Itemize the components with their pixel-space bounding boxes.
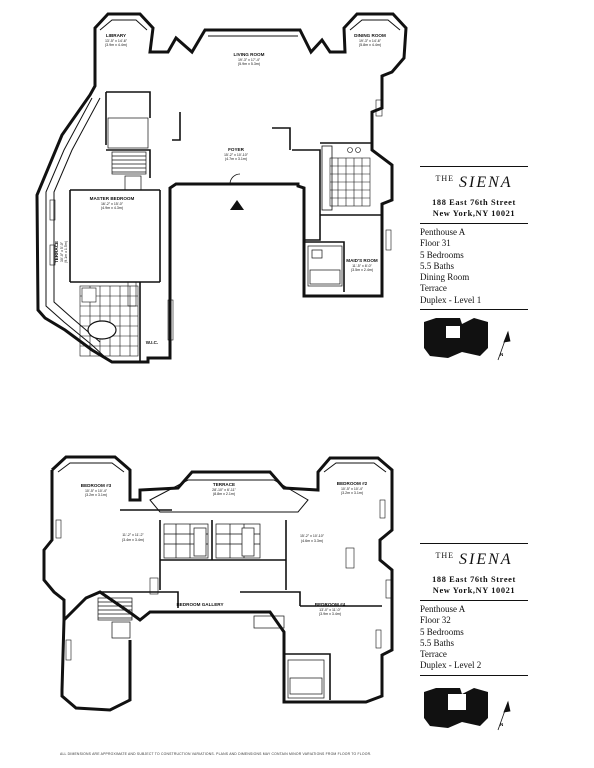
room-dining-label: DINING ROOM [354,33,386,38]
level1-info-panel: THE SIENA 188 East 76th Street New York,… [420,166,528,311]
level1-entry-door [229,173,241,185]
room-living-label: LIVING ROOM [234,52,265,57]
disclaimer-footer: ALL DIMENSIONS ARE APPROXIMATE AND SUBJE… [60,752,372,756]
brand-logo: THE SIENA [435,174,513,191]
level1-entry-marker [230,200,244,210]
level2-room-labels: BEDROOM #3 10'-5" x 10'-4" (3.2m x 3.1m)… [81,481,368,616]
brand-logo: THE SIENA [435,551,513,568]
svg-text:19'-3" x 14'-6": 19'-3" x 14'-6" [359,39,382,43]
svg-text:(3.4m x 3.4m): (3.4m x 3.4m) [122,538,144,542]
room-bedroom4-label: BEDROOM #4 [315,602,346,607]
level1-compass: N [497,330,511,361]
level1-master-bath [79,285,139,357]
unit-specs: Penthouse A Floor 32 5 Bedrooms 5.5 Bath… [420,604,482,671]
svg-text:(3.2m x 3.1m): (3.2m x 3.1m) [341,491,363,495]
level1-terrace-outline [45,97,107,359]
level1-key-plan [424,318,488,358]
level2-plan [42,455,394,712]
svg-text:(3.9m x 4.4m): (3.9m x 4.4m) [105,43,127,47]
svg-text:11'-5" x 8'-0": 11'-5" x 8'-0" [352,264,373,268]
svg-text:13'-0" x 11'-0": 13'-0" x 11'-0" [319,608,342,612]
level2-info-panel: THE SIENA 188 East 76th Street New York,… [420,543,528,676]
svg-text:28'-10" x 6'-11": 28'-10" x 6'-11" [212,488,237,492]
room-foyer-label: FOYER [228,147,245,152]
panel-top-rule [420,166,528,167]
room-terrace2-label: TERRACE [213,482,235,487]
level1-stairs [111,151,147,191]
level2-stairs [97,597,133,639]
svg-text:15'-2" x 10'-10": 15'-2" x 10'-10" [300,534,325,538]
svg-text:(3.2m x 3.1m): (3.2m x 3.1m) [85,493,107,497]
svg-text:19'-3" x 17'-4": 19'-3" x 17'-4" [238,58,261,62]
level2-outer-wall [50,455,394,712]
level2-key-plan [424,688,488,728]
room-terrace-label: TERRACE [54,241,59,263]
level1-outer-wall [35,12,408,364]
svg-text:16'-2" x 15'-0": 16'-2" x 15'-0" [101,202,124,206]
level1-kitchen [321,145,371,211]
svg-text:N: N [500,722,504,727]
svg-text:N: N [500,352,504,357]
level2-terrace-bay [149,479,309,513]
svg-text:(3.9m x 3.4m): (3.9m x 3.4m) [319,612,341,616]
room-maid-label: MAID'S ROOM [346,258,378,263]
svg-text:(3.5m x 2.4m): (3.5m x 2.4m) [351,268,373,272]
address: 188 East 76th Street New York,NY 10021 [432,575,516,595]
svg-text:10'-5" x 10'-4": 10'-5" x 10'-4" [85,489,108,493]
unit-specs: Penthouse A Floor 31 5 Bedrooms 5.5 Bath… [420,227,482,305]
room-bedroom2-label: BEDROOM #2 [337,481,368,486]
level2-baths [163,523,325,699]
address: 188 East 76th Street New York,NY 10021 [432,198,516,218]
room-library-label: LIBRARY [106,33,126,38]
room-master-label: MASTER BEDROOM [90,196,135,201]
level1-plan [35,12,408,364]
svg-text:(4.7m x 3.1m): (4.7m x 3.1m) [225,157,247,161]
room-gallery-label: BEDROOM GALLERY [176,602,223,607]
svg-text:11'-2" x 11'-2": 11'-2" x 11'-2" [122,533,144,537]
svg-text:(4.9m x 4.3m): (4.9m x 4.3m) [101,206,123,210]
svg-text:(5.9m x 5.3m): (5.9m x 5.3m) [238,62,260,66]
level1-room-labels: LIBRARY 13'-5" x 14'-6" (3.9m x 4.4m) LI… [54,33,386,345]
svg-text:(4.6m x 3.3m): (4.6m x 3.3m) [301,539,323,543]
panel-top-rule [420,543,528,544]
svg-text:(9.1m x 1.5m): (9.1m x 1.5m) [64,241,68,263]
room-wic-label: W.I.C. [146,340,159,345]
svg-text:(8.8m x 2.1m): (8.8m x 2.1m) [213,492,235,496]
svg-text:(5.8m x 4.4m): (5.8m x 4.4m) [359,43,381,47]
svg-text:13'-5" x 14'-6": 13'-5" x 14'-6" [105,39,128,43]
room-bedroom3-label: BEDROOM #3 [81,483,112,488]
svg-text:30'-0" x 5'-0": 30'-0" x 5'-0" [60,241,64,262]
svg-text:10'-5" x 10'-4": 10'-5" x 10'-4" [341,487,364,491]
level2-compass: N [497,700,511,731]
svg-text:15'-2" x 10'-10": 15'-2" x 10'-10" [224,153,249,157]
